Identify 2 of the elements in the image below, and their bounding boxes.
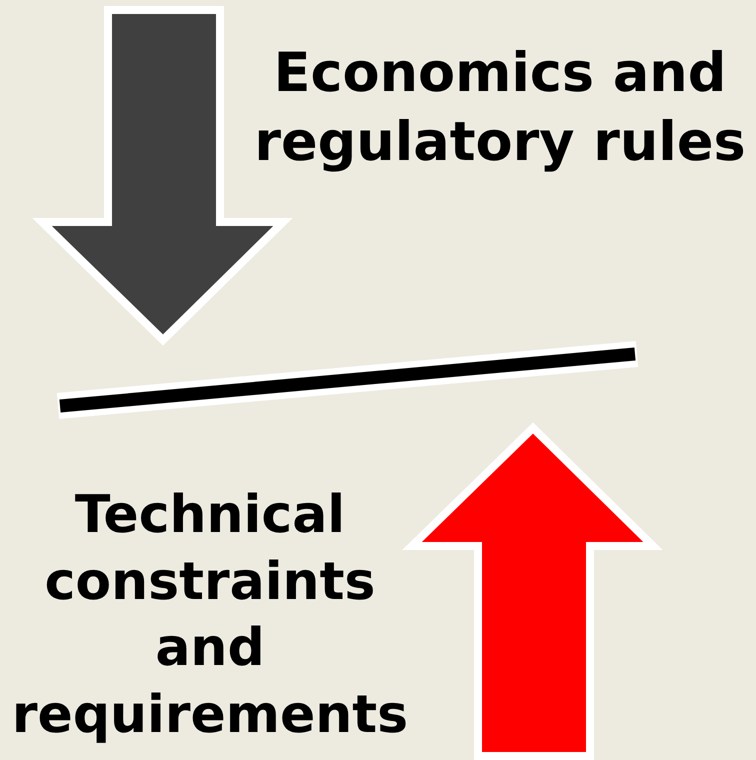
caption-text: Technical constraints and requirements <box>10 484 410 747</box>
caption-text: Economics and regulatory rules <box>253 40 747 176</box>
